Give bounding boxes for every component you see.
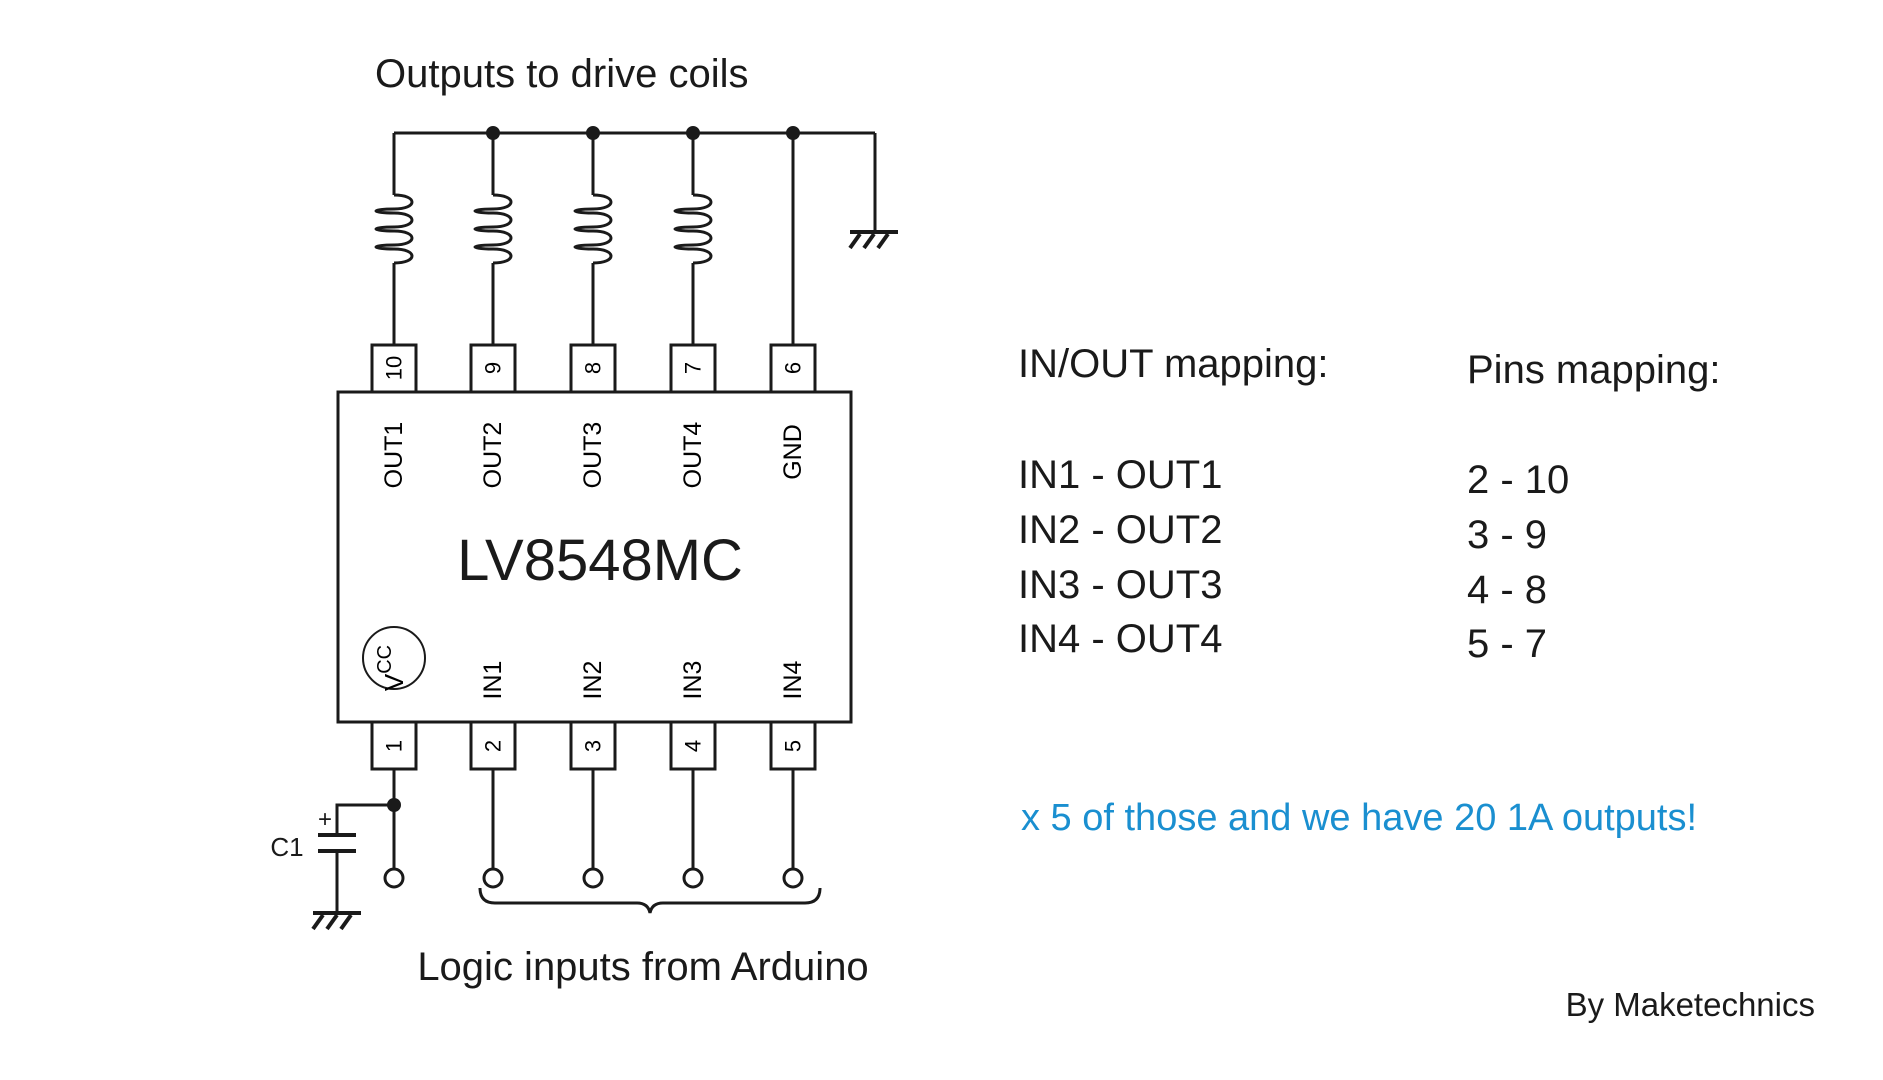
inputs-brace-icon [478, 887, 822, 914]
terminal-icon [482, 867, 504, 889]
pin-label: OUT1 [380, 422, 408, 489]
input-leads [383, 769, 804, 889]
pin-number: 5 [781, 740, 806, 752]
pin-number: 1 [382, 740, 407, 752]
top-pin-8: 8 OUT3 [569, 343, 617, 489]
pin-number: 10 [382, 356, 407, 380]
pin-number: 8 [581, 362, 606, 374]
vcc-label: V [379, 673, 409, 691]
bottom-pin-4: IN3 4 [669, 661, 717, 771]
coil-icon [573, 193, 613, 265]
terminal-icon [383, 867, 405, 889]
pins-mapping-row: 4 - 8 [1467, 568, 1547, 612]
capacitor-polarity: + [318, 806, 332, 833]
pin-number: 7 [681, 362, 706, 374]
pins-mapping-row: 2 - 10 [1467, 458, 1569, 502]
pin-number: 9 [481, 362, 506, 374]
pin-number: 3 [581, 740, 606, 752]
pins-mapping-heading: Pins mapping: [1467, 348, 1720, 392]
io-mapping-row: IN1 - OUT1 [1018, 453, 1222, 497]
pin-label: IN3 [679, 661, 707, 700]
capacitor-label: C1 [270, 832, 303, 862]
coil-icon [473, 193, 513, 265]
terminal-icon [782, 867, 804, 889]
ground-icon [848, 230, 898, 250]
pin-label: IN2 [579, 661, 607, 700]
pin-label: OUT2 [479, 422, 507, 489]
coil-out3 [573, 133, 613, 345]
pin-label: IN4 [779, 660, 807, 699]
io-mapping-row: IN4 - OUT4 [1018, 617, 1222, 661]
outputs-note: x 5 of those and we have 20 1A outputs! [1021, 797, 1697, 839]
pin-number: 6 [781, 362, 806, 374]
pins-mapping-row: 5 - 7 [1467, 622, 1547, 666]
bottom-pin-1: VCC 1 [362, 626, 426, 771]
vcc-circle-icon [362, 626, 426, 690]
coil-icon [673, 193, 713, 265]
io-mapping-row: IN2 - OUT2 [1018, 508, 1222, 552]
bottom-caption: Logic inputs from Arduino [417, 945, 868, 989]
coil-out2 [473, 133, 513, 345]
bottom-pin-2: IN1 2 [469, 661, 517, 771]
pin-label: GND [779, 424, 807, 480]
pin-label: OUT3 [579, 422, 607, 489]
top-pin-7: 7 OUT4 [669, 343, 717, 489]
io-mapping-heading: IN/OUT mapping: [1018, 342, 1329, 386]
svg-text:VCC: VCC [374, 645, 409, 691]
io-mapping-row: IN3 - OUT3 [1018, 563, 1222, 607]
bottom-pin-3: IN2 3 [569, 661, 617, 771]
pin-number: 4 [681, 740, 706, 752]
output-bus [394, 131, 877, 232]
top-caption: Outputs to drive coils [375, 52, 749, 96]
ground-icon [311, 911, 361, 931]
terminal-icon [582, 867, 604, 889]
pin-label: OUT4 [679, 422, 707, 489]
pin-number: 2 [481, 740, 506, 752]
top-pin-9: 9 OUT2 [469, 343, 517, 489]
credit: By Maketechnics [1566, 986, 1815, 1023]
top-pin-10: 10 OUT1 [370, 343, 418, 489]
chip-name: LV8548MC [457, 528, 743, 593]
top-pin-6: 6 GND [769, 343, 817, 480]
capacitor-c1 [318, 803, 394, 913]
bottom-pin-5: IN4 5 [769, 660, 817, 771]
pins-mapping-row: 3 - 9 [1467, 513, 1547, 557]
vcc-subscript: CC [374, 645, 396, 674]
pin-label: IN1 [479, 661, 507, 700]
terminal-icon [682, 867, 704, 889]
coil-out4 [673, 133, 713, 345]
coil-out1 [374, 133, 414, 345]
coil-icon [374, 193, 414, 265]
